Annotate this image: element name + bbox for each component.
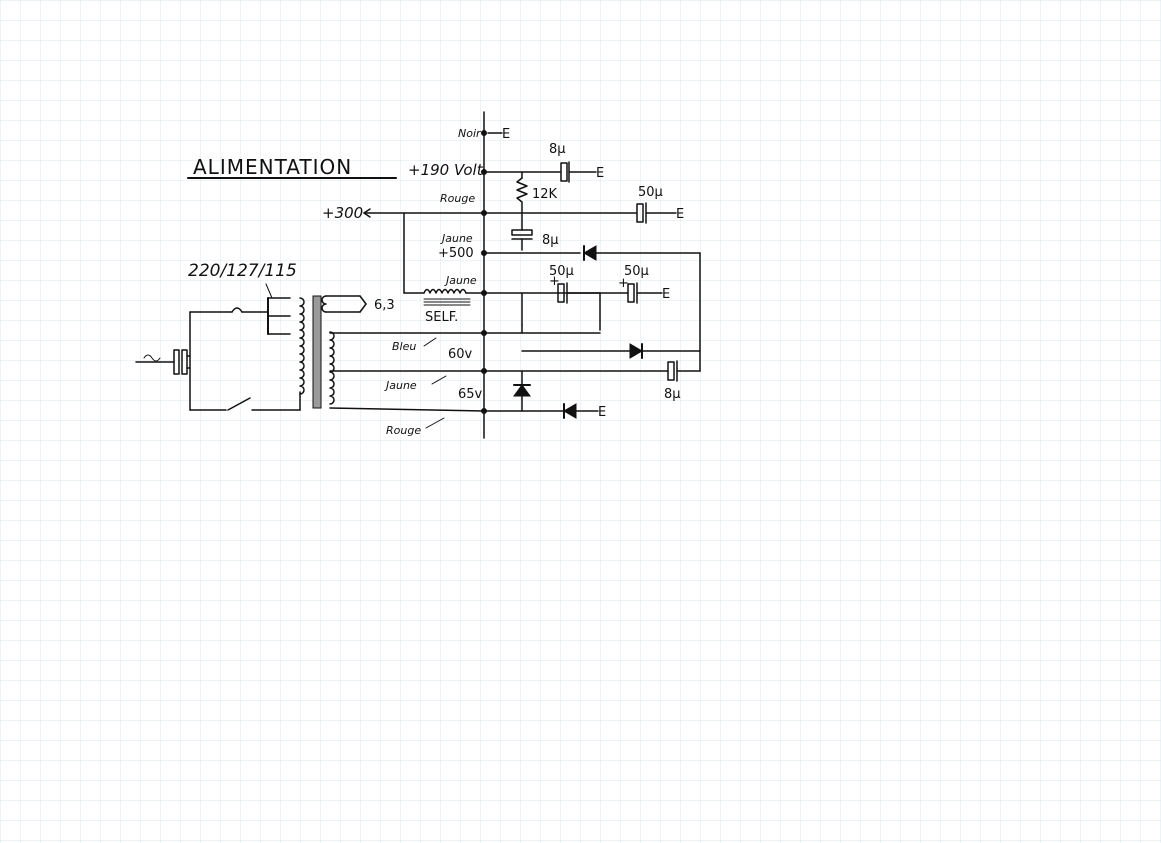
diode-vertical [513,384,531,397]
wire-label-bleu: Bleu [392,340,416,353]
capacitor-50u-b [627,283,635,303]
cap-label-8u-right: 8µ [664,387,681,402]
mains-plug [173,349,180,375]
ground-symbol: E [598,405,606,420]
capacitor-8u-mid [511,229,533,236]
wire-label-rouge-top: Rouge [440,192,475,205]
cap-plus-a: + [549,274,560,289]
label-65v: 65v [458,387,483,402]
diode-500v [583,245,597,261]
cap-label-50u-b: 50µ [624,264,649,279]
label-500v: +500 [438,246,474,261]
transformer-hv-secondary [329,331,335,405]
arrow-300v [363,208,371,218]
capacitor-50u-top [636,203,644,223]
wire-label-jaune-self: Jaune [444,274,477,287]
capacitor-8u-top [560,162,568,182]
choke-self [423,288,467,294]
fuse [231,307,243,313]
transformer-primary [299,297,305,395]
ground-symbol: E [662,287,670,302]
wire-label-noir: Noir [458,127,482,140]
cap-label-8u-mid: 8µ [542,233,559,248]
ac-symbol-icon [143,354,161,362]
cap-label-50u-a: 50µ [549,264,574,279]
resistor-label-12k: 12K [532,187,558,202]
label-300v: +300 [322,204,363,222]
cap-label-8u-top: 8µ [549,142,566,157]
schematic-title: ALIMENTATION [193,155,352,179]
cap-label-50u-top: 50µ [638,185,663,200]
transformer-core [312,295,322,409]
cap-plus-b: + [618,276,629,291]
transformer-heater-winding [321,295,327,313]
capacitor-8u-right [667,361,675,381]
ground-symbol: E [502,127,510,142]
diode-ground [563,403,577,419]
capacitor-50u-a [557,283,565,303]
wire-label-jaune-low: Jaune [384,379,417,392]
diode-60v [629,343,643,359]
label-heater-6v3: 6,3 [374,298,395,313]
resistor-12k [516,177,528,214]
ground-symbol: E [596,166,604,181]
wire-label-rouge-low: Rouge [386,424,421,437]
ground-symbol: E [676,207,684,222]
power-switch [227,397,251,411]
label-mains-voltages: 220/127/115 [188,261,297,281]
label-60v: 60v [448,347,473,362]
wire-label-jaune-500: Jaune [440,232,473,245]
label-190v: +190 Volt [408,161,484,179]
choke-label: SELF. [425,310,458,325]
